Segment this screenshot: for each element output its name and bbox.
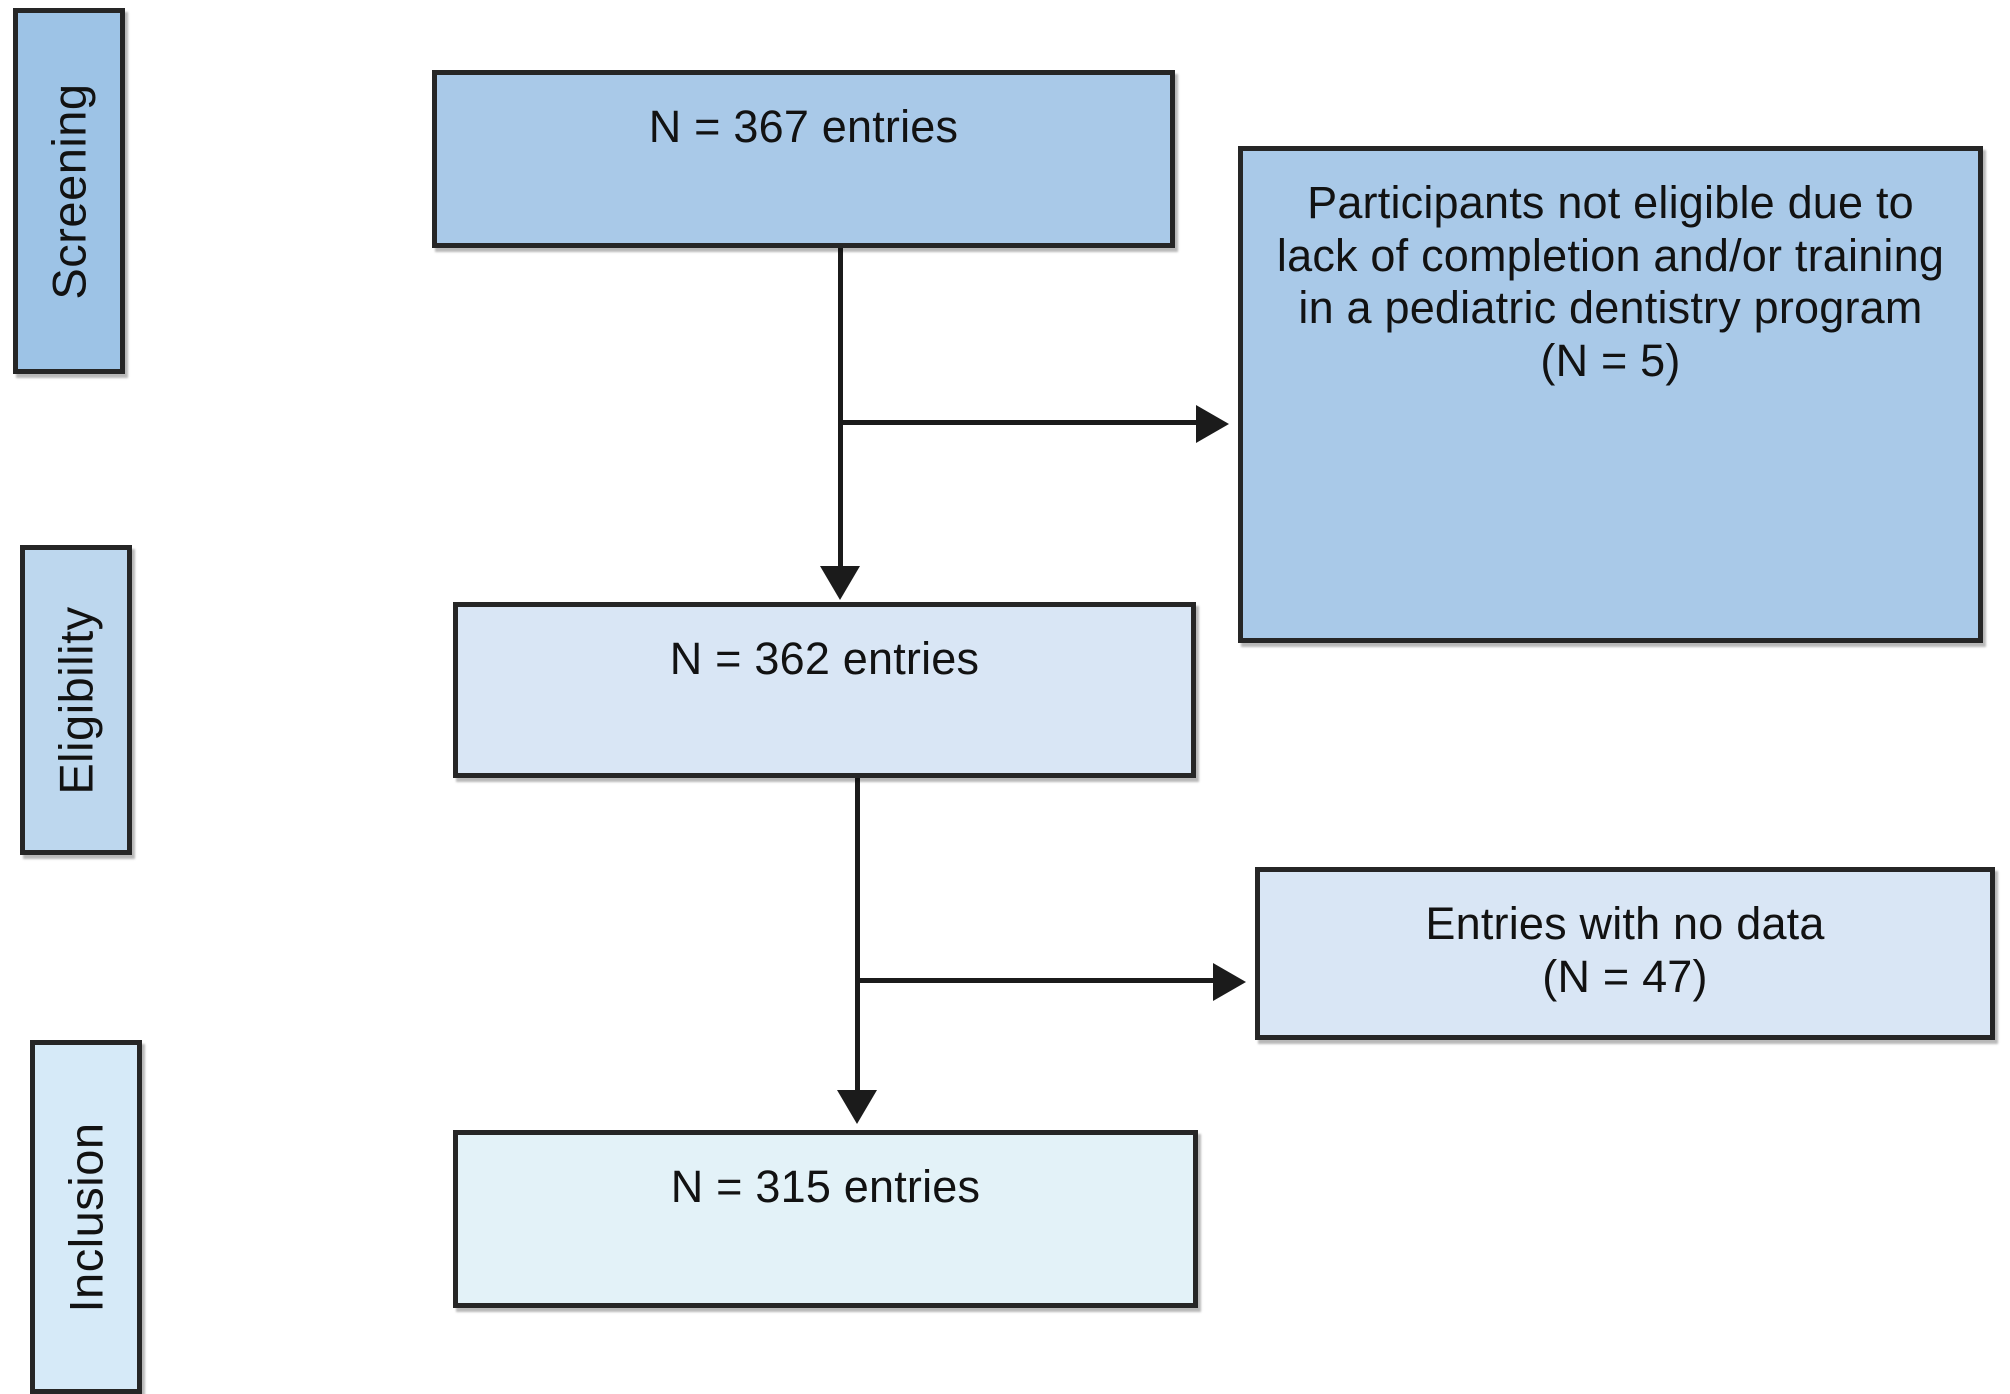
stage-label-screening-text: Screening (42, 82, 96, 300)
node-excluded-no-data: Entries with no data (N = 47) (1255, 867, 1995, 1040)
connector-eligible-to-included-arrowhead (837, 1090, 877, 1124)
stage-label-screening: Screening (13, 8, 125, 374)
connector-eligible-to-no-data-arrowhead (1213, 963, 1246, 1001)
node-excluded-not-eligible: Participants not eligible due to lack of… (1238, 146, 1983, 643)
node-included-entries-text: N = 315 entries (670, 1161, 981, 1212)
stage-label-inclusion: Inclusion (30, 1040, 142, 1394)
connector-identified-to-excluded-arrowhead (1196, 405, 1229, 443)
node-identified-entries: N = 367 entries (432, 70, 1175, 248)
node-eligible-entries-text: N = 362 entries (669, 633, 980, 684)
node-excluded-not-eligible-text: Participants not eligible due to lack of… (1276, 177, 1945, 386)
node-included-entries: N = 315 entries (453, 1130, 1198, 1308)
connector-identified-to-excluded-line (838, 420, 1196, 425)
stage-label-inclusion-text: Inclusion (59, 1122, 113, 1312)
connector-identified-to-eligible-line (838, 248, 843, 566)
stage-label-eligibility-text: Eligibility (49, 605, 103, 795)
stage-label-eligibility: Eligibility (20, 545, 132, 855)
node-excluded-no-data-text: Entries with no data (N = 47) (1425, 898, 1825, 1002)
node-eligible-entries: N = 362 entries (453, 602, 1196, 778)
node-identified-entries-text: N = 367 entries (648, 101, 959, 152)
connector-identified-to-eligible-arrowhead (820, 566, 860, 600)
connector-eligible-to-included-line (855, 778, 860, 1090)
connector-eligible-to-no-data-line (855, 978, 1213, 983)
